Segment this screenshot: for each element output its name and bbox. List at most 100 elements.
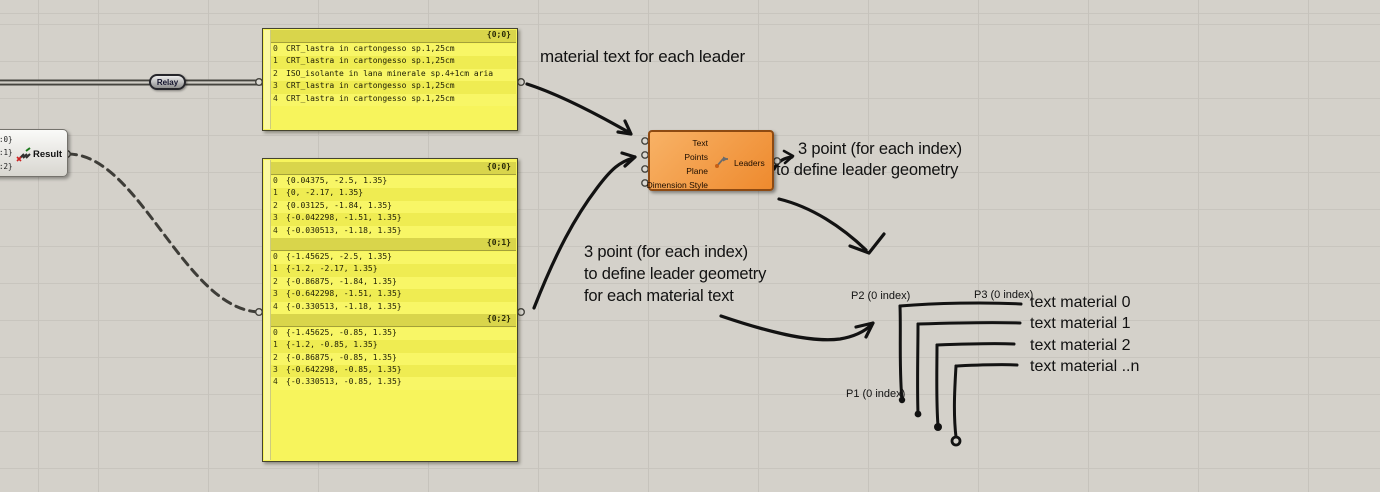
leader-arrow-icon [715,156,728,168]
panel-row: 2 {-0.86875, -0.85, 1.35} [271,352,516,366]
panel-row: 1 {0, -2.17, 1.35} [271,188,516,201]
sketch-label-p2: P2 (0 index) [851,290,911,302]
row-index: 3 [273,365,278,375]
row-index: 4 [273,93,278,103]
row-value: {-0.86875, -1.84, 1.35} [286,276,397,286]
row-index: 0 [273,251,278,261]
row-index: 2 [273,352,278,362]
output-label-leaders: Leaders [734,158,765,168]
points-panel[interactable]: {0;0} 0 {0.04375, -2.5, 1.35} 1 {0, -2.17,… [262,158,518,462]
panel-row: 4 {-0.030513, -1.18, 1.35} [271,225,516,238]
sketch-material-label: text material 1 [1030,315,1131,333]
row-index: 4 [273,377,278,387]
input-label-points: Points [684,152,708,162]
row-index: 2 [273,200,278,210]
row-index: 1 [273,56,278,66]
input-label-dimension-style: Dimension Style [646,180,708,190]
result-path-0: :0} [0,135,13,144]
note-mid-line3: for each material text [584,287,734,305]
panel-path-header: {0;2} [271,313,516,327]
row-value: {-0.030513, -1.18, 1.35} [286,225,402,235]
row-index: 2 [273,68,278,78]
row-index: 3 [273,289,278,299]
row-value: {-0.042298, -1.51, 1.35} [286,213,402,223]
row-index: 3 [273,213,278,223]
panel-path-header: {0;0} [271,30,516,43]
result-label: Result [33,149,63,160]
row-value: {-1.2, -2.17, 1.35} [286,264,378,274]
panel-row: 3 {-0.642298, -1.51, 1.35} [271,289,516,302]
panel-row: 1{-1.2, -2.17, 1.35} [271,264,516,277]
row-value: {0.03125, -1.84, 1.35} [286,200,392,210]
panel-row: 4 {-0.330513, -0.85, 1.35} [271,377,516,390]
row-value: CRT_lastra in cartongesso sp.1,25cm [286,44,455,53]
sketch-material-label: text material ..n [1030,357,1140,375]
leader-sketch [898,301,1023,447]
arrow-note-to-sketch [719,314,873,342]
panel-row: 3 {-0.642298, -0.85, 1.35} [271,365,516,378]
sketch-material-label: text material 2 [1030,336,1131,354]
note-mid-block: 3 point (for each index) to define leade… [584,241,766,307]
sketch-label-p1: P1 (0 index) [846,388,906,400]
panel-row: 2 ISO_isolante in lana minerale sp.4+1cm … [271,68,516,82]
note-right-line2: to define leader geometry [776,161,959,179]
row-value: {-0.642298, -0.85, 1.35} [286,365,402,375]
row-value: ISO_isolante in lana minerale sp.4+1cm a… [286,68,494,78]
row-value: {-0.86875, -0.85, 1.35} [286,352,397,362]
row-value: CRT_lastra in cartongesso sp.1,25cm [286,93,455,103]
row-value: {-0.642298, -1.51, 1.35} [286,289,402,299]
input-label-text: Text [692,138,708,148]
row-index: 3 [273,81,278,91]
row-value: {0.04375, -2.5, 1.35} [286,176,388,185]
text-panel-output-nub [517,77,526,86]
row-value: {-0.330513, -0.85, 1.35} [286,377,402,387]
note-mid-line1: 3 point (for each index) [584,243,748,261]
arrow-text-to-component [525,82,632,135]
row-index: 1 [273,188,278,198]
note-right-line1: 3 point (for each index) [798,140,962,158]
panel-path-header: {0;1} [271,237,516,251]
row-index: 4 [273,301,278,311]
sketch-point-open [950,435,962,447]
row-index: 0 [273,327,278,337]
points-rows-branch1: 0 {-1.45625, -2.5, 1.35} 1{-1.2, -2.17, 1… [271,251,516,314]
sketch-material-label: text material 0 [1030,294,1131,311]
panel-path-header: {0;0} [271,162,516,175]
row-value: {0, -2.17, 1.35} [286,188,364,198]
sketch-material-list: text material 0 text material 1 text mat… [1030,292,1139,377]
points-panel-output-nub [517,308,526,317]
panel-row: 0 {-1.45625, -2.5, 1.35} [271,251,516,265]
points-rows-branch0: 0 {0.04375, -2.5, 1.35} 1 {0, -2.17, 1.35}… [271,176,516,238]
note-material-text: material text for each leader [540,47,745,66]
panel-row: 2 {0.03125, -1.84, 1.35} [271,200,516,214]
panel-row: 1 CRT_lastra in cartongesso sp.1,25cm [271,56,516,69]
note-mid-line2: to define leader geometry [584,265,767,283]
arrow-component-to-sketch [777,197,868,252]
result-node[interactable]: :0} :1} :2} Result [0,129,68,177]
relay-node[interactable]: Relay [149,74,186,90]
panel-grip[interactable] [264,160,271,460]
panel-row: 4{-0.330513, -1.18, 1.35} [271,301,516,314]
wire-dashed[interactable] [66,152,263,314]
row-index: 0 [273,176,278,185]
panel-row: 4 CRT_lastra in cartongesso sp.1,25cm [271,93,516,106]
panel-row: 0 {-1.45625, -0.85, 1.35} [271,327,516,341]
row-value: CRT_lastra in cartongesso sp.1,25cm [286,56,455,66]
panel-row: 1{-1.2, -0.85, 1.35} [271,340,516,353]
row-index: 4 [273,225,278,235]
result-path-2: :2} [0,162,13,171]
panel-grip[interactable] [264,30,271,129]
leaders-component[interactable]: Text Points Plane Dimension Style Leader… [646,130,774,191]
row-index: 2 [273,276,278,286]
panel-row: 2 {-0.86875, -1.84, 1.35} [271,276,516,290]
row-value: {-1.2, -0.85, 1.35} [286,340,378,350]
row-value: {-1.45625, -0.85, 1.35} [286,327,397,337]
row-value: {-1.45625, -2.5, 1.35} [286,251,392,261]
panel-row: 0 {0.04375, -2.5, 1.35} [271,176,516,189]
sketch-label-p3: P3 (0 index) [974,289,1034,301]
